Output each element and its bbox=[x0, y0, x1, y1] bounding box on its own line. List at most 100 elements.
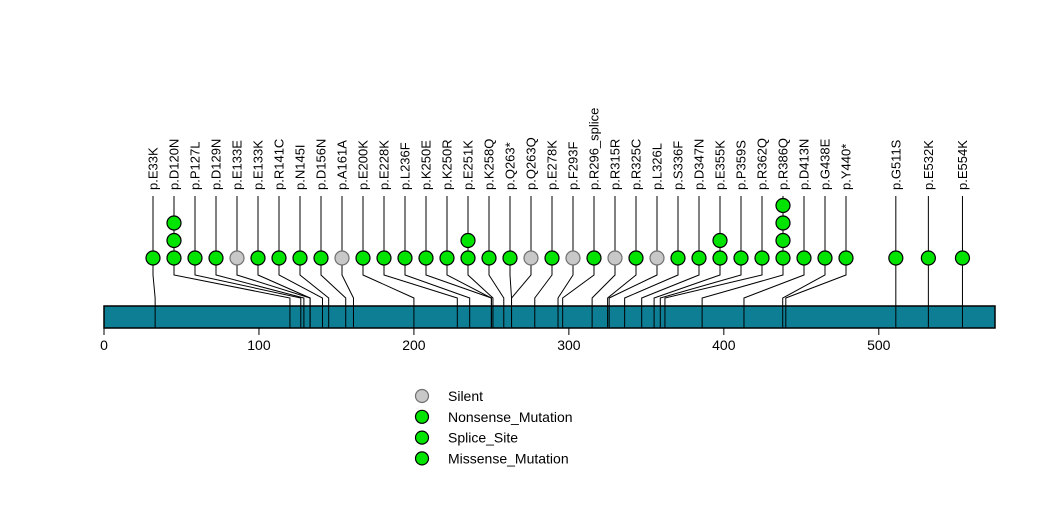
mutation-point-splice_site bbox=[586, 250, 602, 266]
mutation-point-missense_mutation bbox=[313, 250, 329, 266]
mutation-point-missense_mutation bbox=[166, 215, 182, 231]
mutation-label: p.R386Q bbox=[776, 138, 791, 190]
mutation-label: p.R362Q bbox=[755, 138, 770, 190]
mutation-label: p.E33K bbox=[146, 147, 161, 190]
lollipop-connector bbox=[562, 196, 595, 328]
axis-tick-label: 300 bbox=[557, 337, 581, 353]
mutation-label: p.E278K bbox=[545, 140, 560, 190]
mutation-label: p.S336F bbox=[671, 141, 686, 190]
legend-swatch-nonsense_mutation bbox=[414, 409, 430, 424]
mutation-label: p.G438E bbox=[818, 138, 833, 190]
mutation-label: p.D129N bbox=[209, 139, 224, 190]
mutation-point-missense_mutation bbox=[775, 197, 791, 214]
mutation-label: p.A161A bbox=[335, 140, 350, 190]
mutation-point-missense_mutation bbox=[954, 250, 971, 266]
mutation-label: p.E532K bbox=[921, 140, 936, 190]
lollipop-connector bbox=[664, 196, 763, 328]
lollipop-connector bbox=[299, 196, 330, 328]
lollipop-connector bbox=[511, 196, 532, 328]
mutation-point-missense_mutation bbox=[187, 250, 203, 266]
mutation-point-missense_mutation bbox=[439, 250, 455, 266]
mutation-label: p.E133E bbox=[230, 140, 245, 190]
mutation-point-missense_mutation bbox=[544, 250, 560, 266]
lollipop-connector bbox=[557, 196, 574, 328]
mutation-point-missense_mutation bbox=[817, 250, 833, 266]
mutation-point-silent bbox=[649, 250, 665, 266]
legend-label: Nonsense_Mutation bbox=[448, 409, 573, 425]
mutation-point-missense_mutation bbox=[166, 250, 182, 266]
mutation-point-missense_mutation bbox=[355, 250, 371, 266]
mutation-label: p.D156N bbox=[314, 139, 329, 190]
mutation-label: p.P127L bbox=[188, 142, 203, 190]
mutation-label: p.E228K bbox=[377, 140, 392, 190]
mutation-label: p.E200K bbox=[356, 140, 371, 190]
mutation-label: p.L236F bbox=[398, 142, 413, 190]
mutation-point-missense_mutation bbox=[292, 250, 308, 266]
mutation-point-missense_mutation bbox=[397, 250, 413, 266]
mutation-point-silent bbox=[565, 250, 581, 266]
mutation-label: p.D347N bbox=[692, 139, 707, 190]
mutation-point-missense_mutation bbox=[628, 250, 644, 266]
axis-tick-label: 200 bbox=[402, 337, 426, 353]
lollipop-connector bbox=[278, 196, 323, 328]
axis-tick-label: 0 bbox=[100, 337, 108, 353]
mutation-label: p.D120N bbox=[167, 139, 182, 190]
mutation-point-missense_mutation bbox=[481, 250, 497, 266]
mutation-label: p.R315R bbox=[608, 139, 623, 190]
mutation-point-missense_mutation bbox=[166, 232, 182, 249]
lollipop-connector bbox=[624, 196, 679, 328]
mutation-label: p.P359S bbox=[734, 140, 749, 190]
mutation-label: p.F293F bbox=[566, 142, 581, 190]
mutation-point-silent bbox=[334, 250, 350, 266]
mutation-point-missense_mutation bbox=[775, 215, 791, 231]
lollipop-connector bbox=[362, 196, 415, 328]
mutation-point-nonsense_mutation bbox=[502, 250, 518, 266]
mutation-point-silent bbox=[523, 250, 539, 266]
mutation-point-missense_mutation bbox=[920, 250, 936, 266]
mutation-point-missense_mutation bbox=[712, 232, 728, 249]
legend-label: Splice_Site bbox=[448, 430, 518, 446]
lollipop-connector bbox=[257, 196, 311, 328]
lollipop-connector bbox=[404, 196, 471, 328]
mutation-label: p.K250R bbox=[440, 139, 455, 190]
lollipop-connector bbox=[488, 196, 505, 328]
mutation-point-missense_mutation bbox=[796, 250, 812, 266]
mutation-label: p.D413N bbox=[797, 139, 812, 190]
lollipop-connector bbox=[194, 196, 302, 328]
mutation-label: p.Q263* bbox=[503, 142, 518, 190]
mutation-label: p.L326L bbox=[650, 143, 665, 190]
axis-tick-label: 100 bbox=[247, 337, 271, 353]
mutation-point-silent bbox=[229, 250, 245, 266]
mutation-point-missense_mutation bbox=[418, 250, 434, 266]
legend-swatch-silent bbox=[414, 388, 430, 404]
lollipop-connector bbox=[743, 196, 805, 328]
lollipop-connector bbox=[534, 196, 553, 328]
mutation-point-missense_mutation bbox=[670, 250, 686, 266]
mutation-point-missense_mutation bbox=[145, 250, 161, 266]
lollipop-connector bbox=[785, 196, 847, 328]
mutation-point-missense_mutation bbox=[460, 232, 476, 249]
mutation-point-missense_mutation bbox=[208, 250, 224, 266]
mutation-label: p.R325C bbox=[629, 139, 644, 190]
mutation-label: p.R141C bbox=[272, 139, 287, 190]
mutation-point-missense_mutation bbox=[691, 250, 707, 266]
mutation-label: p.Y440* bbox=[839, 144, 854, 190]
mutation-label: p.R296_splice bbox=[587, 108, 602, 190]
lollipop-connector bbox=[607, 196, 637, 328]
mutation-point-missense_mutation bbox=[271, 250, 287, 266]
mutation-point-missense_mutation bbox=[376, 250, 392, 266]
mutation-label: p.E133K bbox=[251, 140, 266, 190]
legend-swatch-splice_site bbox=[414, 430, 430, 445]
mutation-point-missense_mutation bbox=[712, 250, 728, 266]
lollipop-connector bbox=[591, 196, 616, 328]
mutation-point-missense_mutation bbox=[775, 232, 791, 249]
protein-bar bbox=[103, 305, 996, 329]
lollipop-connector bbox=[320, 196, 347, 328]
mutation-label: p.N145I bbox=[293, 144, 308, 190]
lollipop-connector bbox=[383, 196, 458, 328]
mutation-label: p.E554K bbox=[955, 140, 970, 190]
mutation-point-nonsense_mutation bbox=[838, 250, 854, 266]
lollipop-connector bbox=[659, 196, 742, 328]
